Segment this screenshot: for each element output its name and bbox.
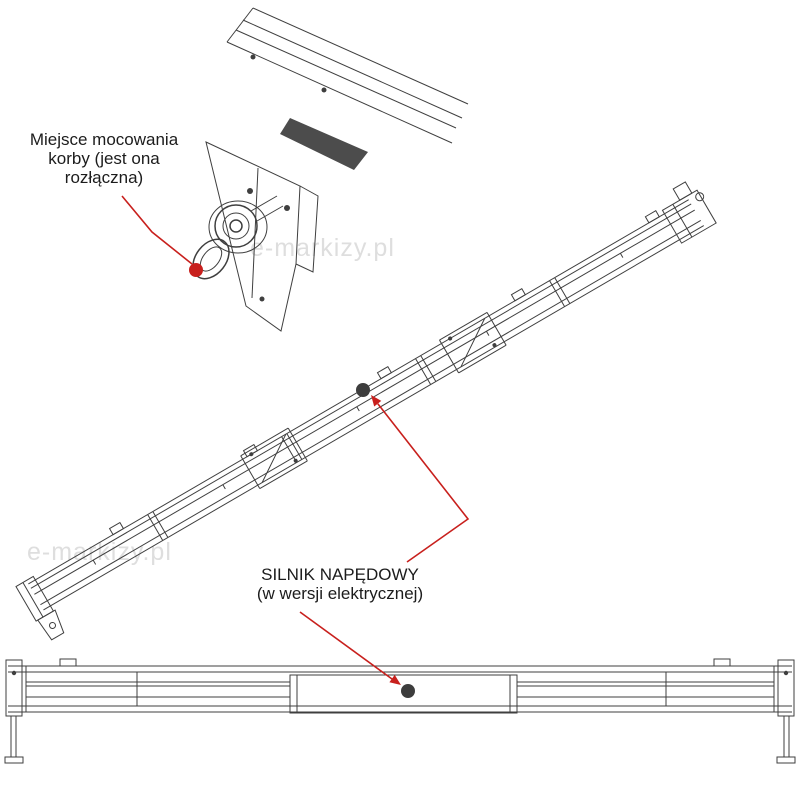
end-cap-plate	[661, 189, 717, 244]
end-bracket-foot	[37, 609, 65, 641]
beam-joint	[147, 511, 169, 541]
cassette-edge-line	[235, 29, 457, 129]
leg-foot-right	[776, 756, 796, 764]
wall-bracket	[59, 658, 77, 667]
arrowhead	[389, 674, 401, 685]
mount-tab	[644, 210, 660, 224]
crank-gear-hub	[229, 219, 243, 233]
drive-motor-label: SILNIK NAPĘDOWY (w wersji elektrycznej)	[205, 565, 475, 603]
screw-dot	[448, 336, 453, 341]
crank-detail-view	[192, 7, 469, 332]
drive-motor-label-line-2: (w wersji elektrycznej)	[256, 584, 424, 603]
end-bolt	[783, 670, 789, 676]
screw-dot	[293, 458, 298, 463]
mount-tab	[510, 287, 527, 302]
arm-bracket-lines	[439, 311, 507, 374]
folded-arm-lines	[26, 681, 774, 698]
end-cap-line	[22, 582, 44, 618]
motor-arrow-to-beam	[371, 395, 470, 563]
motor-marker-beam	[356, 383, 370, 397]
crank-eyelet	[192, 238, 230, 280]
cassette-edge-line	[242, 19, 463, 119]
arrow-line	[377, 403, 470, 563]
gear-housing-ring	[208, 200, 268, 254]
crank-gear-mid	[222, 212, 250, 240]
end-plate-right	[777, 659, 795, 717]
crank-mount-label: Miejsce mocowania korby (jest ona rozłąc…	[4, 130, 204, 187]
crank-eyelet-outer	[192, 238, 230, 280]
cassette-edge-line	[226, 41, 453, 144]
beam-end-right	[661, 181, 717, 244]
arm-bracket	[439, 311, 507, 374]
crank-gear-outer	[214, 204, 258, 248]
cassette-rails	[8, 665, 792, 713]
cassette-shadow-face	[280, 118, 368, 170]
mount-bracket-flange	[295, 185, 319, 273]
bracket-bend-line	[251, 167, 259, 299]
crank-mount-label-line-2: korby (jest ona	[48, 149, 160, 168]
arrowhead	[371, 395, 382, 407]
beam-profile-line	[40, 219, 702, 606]
end-bolt	[49, 621, 57, 629]
segment-joints	[136, 672, 667, 706]
screw-dot	[321, 87, 327, 93]
end-cap-line	[672, 203, 693, 238]
mount-tab	[376, 365, 393, 380]
screw-dot	[284, 205, 290, 211]
crank-mount-label-line-1: Miejsce mocowania	[29, 130, 179, 149]
screw-dot	[249, 452, 254, 457]
end-fork	[672, 181, 693, 201]
arrow-line	[299, 611, 393, 680]
motor-arrow-to-front	[299, 611, 401, 685]
beam-joint	[281, 433, 303, 463]
beam-end-left	[15, 575, 65, 641]
screw-dot	[259, 296, 265, 302]
crank-mount-label-line-3: rozłączna)	[64, 168, 144, 187]
screw-dot	[250, 54, 256, 60]
leg-foot-left	[4, 756, 24, 764]
support-legs	[10, 716, 790, 757]
beam-joint	[415, 355, 437, 385]
motor-housing-edges	[296, 675, 511, 713]
mount-tab	[108, 521, 125, 536]
end-plate-left	[5, 659, 23, 717]
end-knob	[695, 192, 705, 202]
cassette-edge-line	[252, 7, 469, 105]
beam-profile-line	[34, 209, 695, 595]
gear-mount-lines	[250, 195, 284, 222]
end-bolt	[11, 670, 17, 676]
beam-profile-line	[43, 225, 705, 611]
cassette-end-edge	[226, 7, 254, 43]
motor-marker-front	[401, 684, 415, 698]
mount-bracket-plate	[205, 141, 301, 332]
screw-dot	[492, 343, 497, 348]
cassette-front-view	[4, 658, 796, 764]
arm-bracket	[240, 427, 308, 490]
beam-tick-marks	[92, 253, 624, 565]
watermark-text-upper: e-markizy.pl	[250, 234, 395, 262]
drive-motor-label-line-1: SILNIK NAPĘDOWY	[261, 565, 419, 584]
screw-dot	[247, 188, 253, 194]
end-cap-lines	[25, 666, 775, 712]
motor-housing-box	[289, 674, 518, 714]
arm-bracket-lines	[240, 427, 308, 490]
beam-joint	[549, 277, 571, 307]
crank-leader-line	[121, 195, 193, 265]
wall-bracket	[713, 658, 731, 667]
crank-marker-dot	[189, 263, 203, 277]
